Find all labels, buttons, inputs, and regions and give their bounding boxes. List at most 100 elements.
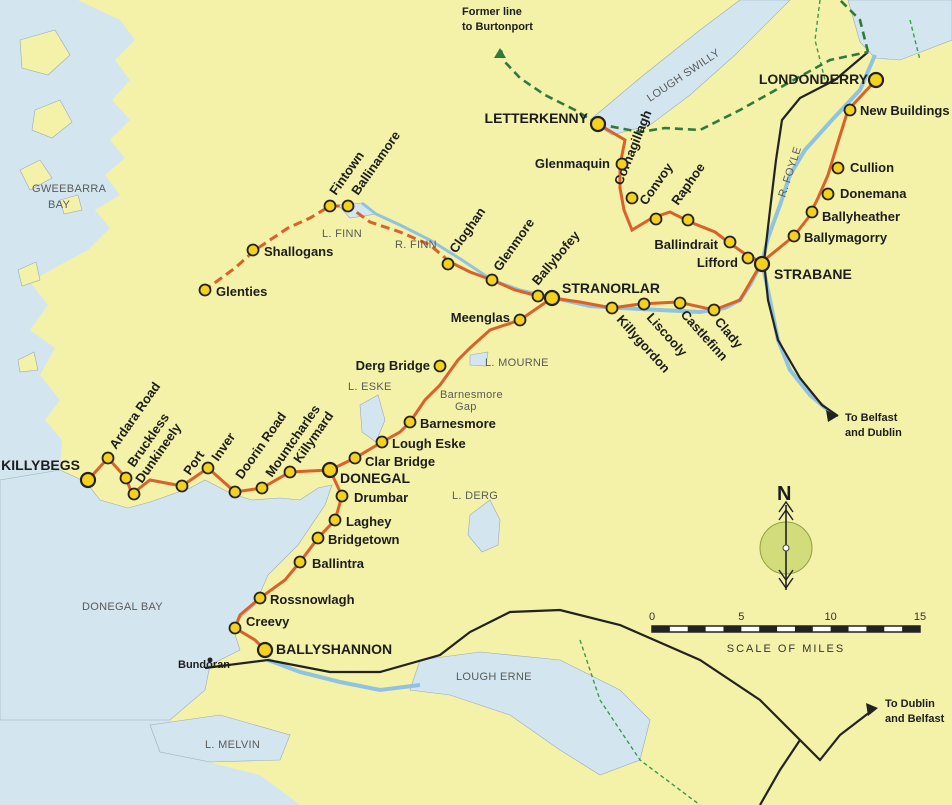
water-label-barnesmore-gap: Gap — [455, 401, 477, 413]
station-marker-shallogans — [246, 243, 260, 257]
station-marker-londonderry — [867, 71, 885, 89]
station-label-letterkenny: LETTERKENNY — [485, 110, 589, 126]
station-label-lough-eske: Lough Eske — [392, 436, 466, 451]
water-label-l-eske: L. ESKE — [348, 381, 392, 393]
compass-north-arrow — [778, 500, 794, 521]
dublin-arrow — [866, 703, 878, 716]
station-marker-letterkenny — [589, 115, 607, 133]
station-marker-ballintra — [293, 555, 307, 569]
note-and-belfast: and Belfast — [885, 713, 945, 725]
station-marker-ballindrait — [723, 235, 737, 249]
county-border — [579, 0, 921, 805]
station-marker-dunkineely — [127, 487, 141, 501]
lough-derg — [467, 499, 501, 553]
north-label: N — [777, 483, 791, 505]
railway-donegal-ballyshannon — [233, 469, 344, 652]
scale-segment — [866, 626, 885, 632]
station-marker-rossnowlagh — [253, 591, 267, 605]
other-railway-south — [204, 608, 871, 762]
station-marker-cullion — [831, 161, 845, 175]
railway-strabane-stranorlar — [551, 261, 764, 312]
station-marker-glenmaquin — [615, 157, 629, 171]
former-line-arrow — [494, 48, 506, 58]
station-marker-strabane — [753, 255, 771, 273]
water-label-l-derg: L. DERG — [452, 490, 498, 502]
station-marker-glenmore — [485, 273, 499, 287]
station-label-lifford: Lifford — [697, 255, 738, 270]
scale-segment — [687, 626, 706, 632]
station-marker-inver — [201, 461, 215, 475]
station-marker-mountcharles — [255, 481, 269, 495]
belfast-arrow — [826, 410, 838, 422]
station-label-drumbar: Drumbar — [354, 490, 408, 505]
station-marker-laghey — [328, 513, 342, 527]
scale-segment — [794, 626, 813, 632]
lough-eske — [359, 394, 386, 443]
station-marker-donegal — [321, 461, 339, 479]
station-marker-drumbar — [335, 489, 349, 503]
station-label-clar-bridge: Clar Bridge — [365, 454, 435, 469]
scale-segment — [652, 626, 670, 632]
scale-tick-label: 15 — [914, 611, 926, 623]
water-label-lough-erne: LOUGH ERNE — [456, 671, 532, 683]
lough-erne — [409, 651, 651, 776]
station-marker-killybegs — [79, 471, 97, 489]
scale-tick-label: 10 — [825, 611, 837, 623]
station-label-shallogans: Shallogans — [264, 244, 333, 259]
scale-segments — [652, 626, 920, 632]
railway-glenties-closed-section — [204, 204, 451, 292]
station-marker-ballyshannon — [256, 641, 274, 659]
station-label-new-buildings: New Buildings — [860, 103, 950, 118]
scale-segment — [723, 626, 742, 632]
station-label-cullion: Cullion — [850, 160, 894, 175]
station-label-ballintra: Ballintra — [312, 556, 365, 571]
water-label-donegal-bay: DONEGAL BAY — [82, 601, 163, 613]
station-marker-bridgetown — [311, 531, 325, 545]
note-former-line: Former line — [462, 6, 522, 18]
station-marker-ballymagorry — [787, 229, 801, 243]
station-label-creevy: Creevy — [246, 614, 290, 629]
station-label-glenmaquin: Glenmaquin — [535, 156, 610, 171]
station-marker-liscooly — [637, 297, 651, 311]
station-label-ballyshannon: BALLYSHANNON — [276, 641, 392, 657]
station-marker-ballinamore — [341, 199, 355, 213]
station-label-ballindrait: Ballindrait — [654, 237, 718, 252]
lough-melvin — [149, 714, 291, 763]
station-marker-fintown — [323, 199, 337, 213]
station-marker-new-buildings — [843, 103, 857, 117]
station-marker-doorin-road — [228, 485, 242, 499]
water-label-l-melvin: L. MELVIN — [205, 739, 260, 751]
station-marker-ardara-road — [101, 451, 115, 465]
water-label-barnesmore: Barnesmore — [440, 389, 503, 401]
river-erne — [267, 658, 421, 693]
compass-center — [782, 544, 790, 552]
bundoran-dot — [207, 657, 213, 663]
station-marker-lifford — [741, 251, 755, 265]
station-marker-donemana — [821, 187, 835, 201]
station-marker-creevy — [228, 621, 242, 635]
note-to-dublin: To Dublin — [885, 698, 935, 710]
station-marker-ballyheather — [805, 205, 819, 219]
other-railway-spur — [759, 739, 801, 805]
station-label-stranorlar: STRANORLAR — [562, 280, 660, 296]
station-label-laghey: Laghey — [346, 514, 392, 529]
station-marker-stranorlar — [543, 289, 561, 307]
foyle-estuary — [847, 0, 952, 61]
water-label-l-mourne: L. MOURNE — [485, 357, 549, 369]
scale-segment — [759, 626, 778, 632]
station-marker-killymard — [283, 465, 297, 479]
station-marker-raphoe — [681, 213, 695, 227]
station-label-meenglas: Meenglas — [451, 310, 510, 325]
scale-title: SCALE OF MILES — [727, 643, 845, 655]
station-label-derg-bridge: Derg Bridge — [356, 358, 430, 373]
station-marker-cloghan — [441, 257, 455, 271]
scale-tick-label: 0 — [649, 611, 655, 623]
station-marker-barnesmore — [403, 415, 417, 429]
station-label-bridgetown: Bridgetown — [328, 532, 400, 547]
station-label-ballymagorry: Ballymagorry — [804, 230, 888, 245]
station-label-glenties: Glenties — [216, 284, 267, 299]
station-label-killybegs: KILLYBEGS — [1, 457, 80, 473]
station-marker-glenties — [198, 283, 212, 297]
